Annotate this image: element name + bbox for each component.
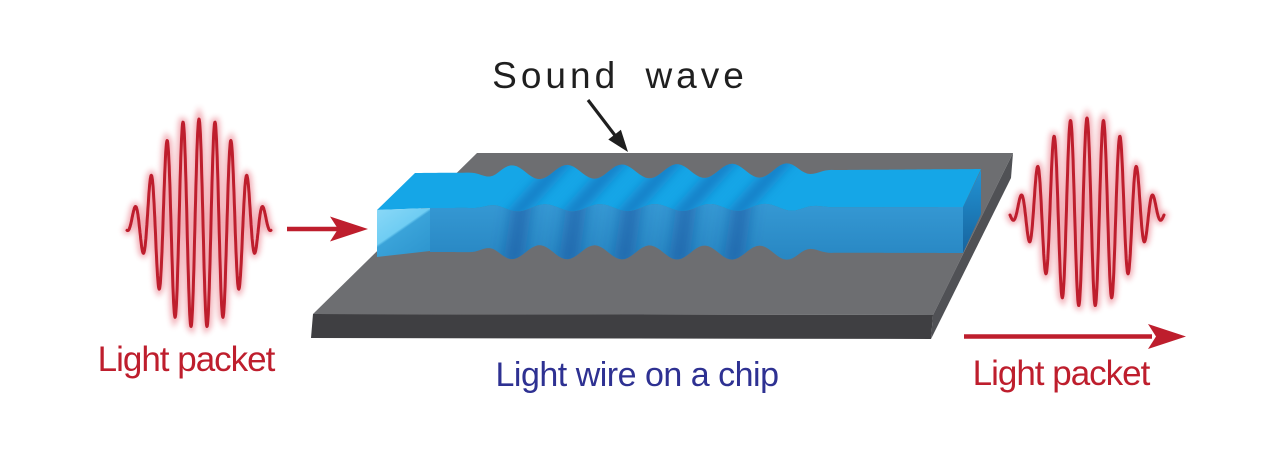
input-arrow-head [330,216,368,242]
chip-caption-label: Light wire on a chip [495,356,779,394]
chip-front-face [311,314,933,339]
light-packet-label-right: Light packet [972,354,1151,393]
output-arrow [964,324,1186,349]
sound-arrow-head [608,129,628,152]
output-arrow-head [1148,324,1186,349]
sound-wave-bands-front [497,203,759,260]
light-packet-label-left: Light packet [97,340,276,379]
sound-arrow-shaft [586,99,619,139]
sound-wave-bands-top [493,163,807,212]
light-packet-left-glow [123,106,275,335]
light-packet-right-wave [1006,108,1168,311]
light-packet-left-trace [125,117,273,328]
sound-wave-label: Sound wave [492,55,748,96]
input-arrow [287,216,368,242]
waveguide-left-facet [377,208,430,257]
light-packet-right-trace [1008,116,1166,307]
chip-right-face [931,153,1013,339]
waveguide-right-facet [963,170,981,253]
light-packet-left-wave [123,106,275,335]
waveguide [377,163,981,260]
sound-wave-pointer-arrow [586,99,628,152]
